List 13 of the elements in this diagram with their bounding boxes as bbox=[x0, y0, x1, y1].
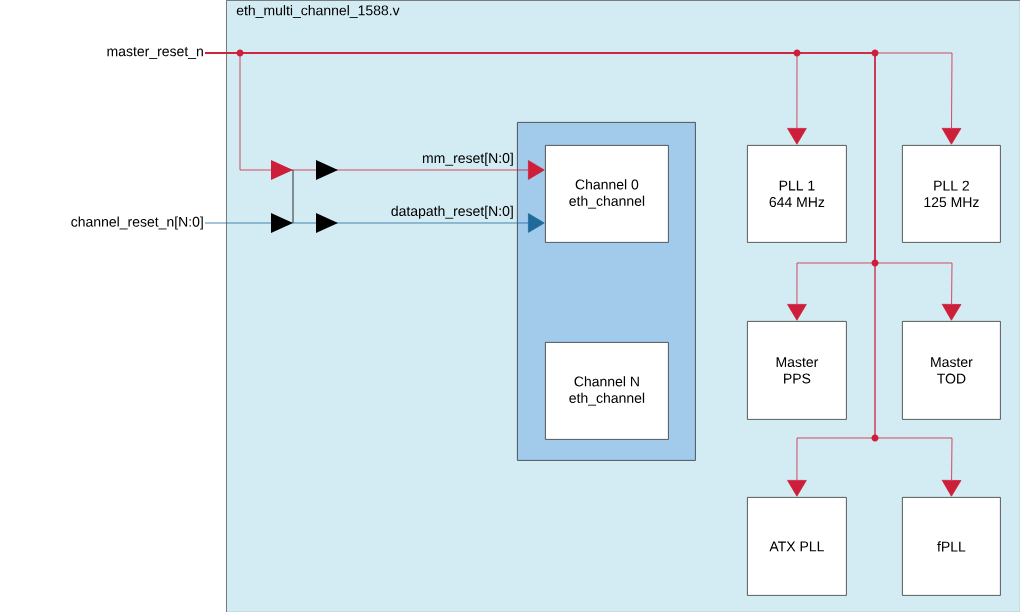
arrow bbox=[204, 213, 545, 233]
signal-name: master_reset_n bbox=[107, 47, 203, 59]
block-box: fPLL bbox=[902, 497, 1001, 596]
edge-label: mm_reset[N:0] bbox=[422, 152, 513, 166]
edge-label: datapath_reset[N:0] bbox=[391, 205, 513, 219]
block-box: Master PPS bbox=[747, 321, 847, 420]
block-box: PLL 1 644 MHz bbox=[747, 145, 847, 243]
block-box: Master TOD bbox=[902, 321, 1001, 420]
signal-name: channel_reset_n[N:0] bbox=[71, 216, 203, 230]
block-box: Channel N eth_channel bbox=[545, 342, 669, 440]
block-box: ATX PLL bbox=[747, 497, 847, 596]
block-box: PLL 2 125 MHz bbox=[902, 145, 1001, 243]
block-box: Channel 0 eth_channel bbox=[545, 145, 669, 243]
